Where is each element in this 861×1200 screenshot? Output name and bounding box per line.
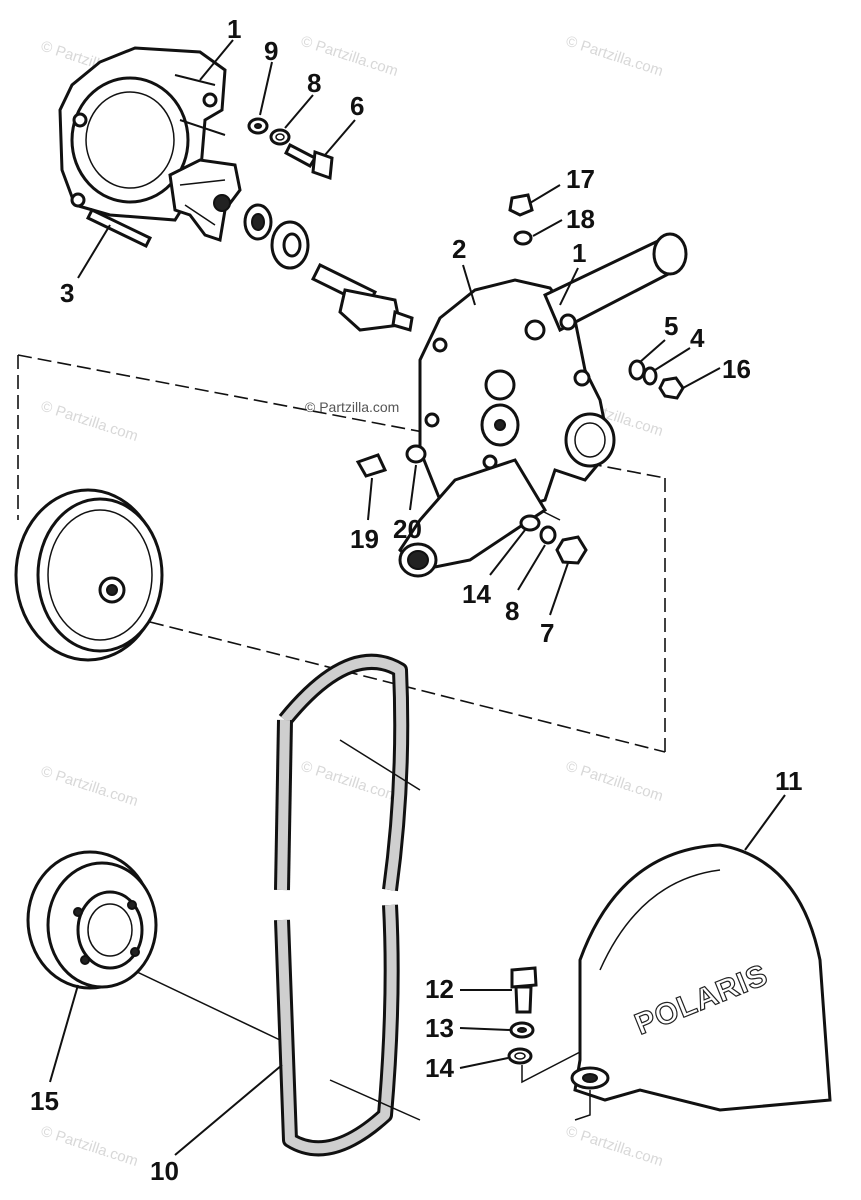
washer-14-mid (519, 514, 541, 532)
nut-7 (555, 535, 588, 565)
washer-13 (509, 1021, 535, 1039)
callout-numbers: 1 9 8 6 17 18 2 1 3 5 4 16 19 20 14 8 7 … (30, 14, 803, 1186)
watermark: © Partzilla.com (39, 763, 140, 810)
callout-2: 2 (452, 234, 466, 264)
nut-16 (658, 376, 685, 400)
callout-14-mid: 14 (462, 579, 491, 609)
callout-4: 4 (690, 323, 705, 353)
callout-19: 19 (350, 524, 379, 554)
cover-mount-line (574, 1090, 591, 1121)
callout-1-right: 1 (572, 238, 586, 268)
callout-15: 15 (30, 1086, 59, 1116)
callout-8-mid: 8 (505, 596, 519, 626)
watermark: © Partzilla.com (39, 398, 140, 445)
bolt-17 (508, 193, 534, 217)
washer-8-upper (269, 128, 291, 146)
callout-13: 13 (425, 1013, 454, 1043)
callout-8-top: 8 (307, 68, 321, 98)
callout-7: 7 (540, 618, 554, 648)
bolt-6 (284, 142, 334, 181)
washer-18 (513, 230, 533, 246)
pump-shaft (310, 262, 414, 332)
pump-body (398, 232, 688, 578)
bearing-ring (270, 220, 310, 270)
callout-18: 18 (566, 204, 595, 234)
callout-10: 10 (150, 1156, 179, 1186)
leader-lines (49, 39, 786, 1156)
watermark: © Partzilla.com (39, 1123, 140, 1170)
shaft-seal (243, 203, 273, 241)
washer-5 (628, 359, 646, 381)
callout-1-top: 1 (227, 14, 241, 44)
belt-guard-cover: POLARIS (570, 843, 832, 1112)
watermark: © Partzilla.com (299, 758, 400, 805)
drive-pulley (14, 488, 164, 662)
washer-14-bottom (507, 1047, 533, 1065)
callout-20: 20 (393, 514, 422, 544)
callout-3: 3 (60, 278, 74, 308)
watermark: © Partzilla.com (564, 33, 665, 80)
washer-20 (405, 444, 427, 464)
fitting-19 (355, 453, 388, 478)
callout-9: 9 (264, 36, 278, 66)
bolt-assembly-line (521, 1051, 581, 1084)
bolt-12 (510, 966, 538, 1014)
impeller (168, 158, 242, 242)
lockwasher-8-mid (539, 525, 557, 545)
callout-6: 6 (350, 91, 364, 121)
watermark: © Partzilla.com (564, 1123, 665, 1170)
callout-5: 5 (664, 311, 678, 341)
inline-watermark: © Partzilla.com (305, 399, 399, 415)
watermark: © Partzilla.com (564, 758, 665, 805)
stud-bolt (85, 208, 153, 248)
callout-17: 17 (566, 164, 595, 194)
washer-9 (247, 117, 269, 135)
callout-12: 12 (425, 974, 454, 1004)
driven-pulley (26, 850, 158, 990)
callout-11: 11 (775, 766, 803, 796)
drive-belt (274, 653, 421, 1157)
lockwasher-4 (642, 366, 658, 386)
callout-16: 16 (722, 354, 751, 384)
callout-14-bottom: 14 (425, 1053, 454, 1083)
